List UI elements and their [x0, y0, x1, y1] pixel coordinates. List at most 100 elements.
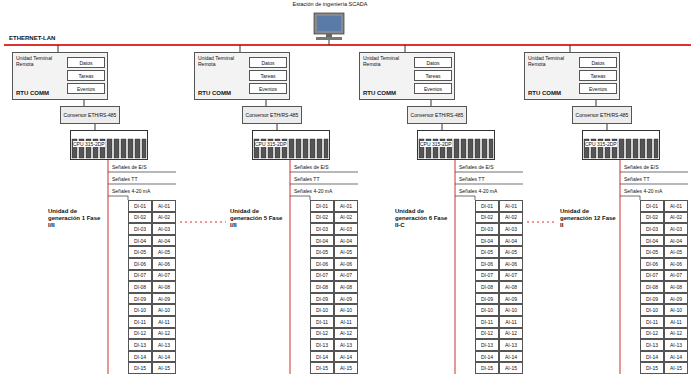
- node-text: Tareas: [78, 73, 93, 79]
- signal-table-cell: DI-01: [640, 200, 664, 212]
- signal-table-cell: DI-09: [475, 293, 499, 305]
- signal-table-cell: DI-12: [128, 328, 152, 340]
- data-box: Datos: [67, 57, 105, 68]
- node-text: Conversor ETH/RS-485: [64, 112, 117, 118]
- node-text: Conversor ETH/RS-485: [246, 112, 299, 118]
- node-text: CPU 315-2DP: [73, 141, 105, 147]
- node-text: Eventos: [77, 86, 95, 92]
- signal-branch-label: Señales TT: [458, 176, 485, 182]
- data-box: Eventos: [579, 83, 617, 94]
- workstation-node: Estación de ingeniería SCADA: [282, 1, 378, 12]
- signal-table-cell: DI-13: [640, 339, 664, 351]
- signal-table-cell: AI-06: [664, 258, 688, 270]
- signal-table-cell: AI-11: [664, 316, 688, 328]
- signal-table-cell: DI-09: [128, 293, 152, 305]
- data-box: Tareas: [579, 70, 617, 81]
- signal-table-cell: DI-12: [475, 328, 499, 340]
- data-box: Eventos: [249, 83, 287, 94]
- signal-table-cell: AI-10: [334, 304, 358, 316]
- data-box: Tareas: [414, 70, 452, 81]
- signal-table-cell: DI-04: [310, 235, 334, 247]
- signal-table-cell: AI-11: [499, 316, 523, 328]
- signal-table-cell: DI-08: [128, 281, 152, 293]
- signal-table-cell: DI-03: [310, 223, 334, 235]
- signal-branch-label: Señales de E/S: [293, 164, 329, 170]
- signal-table-cell: AI-14: [664, 351, 688, 363]
- signal-branch-label: Señales TT: [623, 176, 650, 182]
- signal-table-cell: AI-07: [664, 270, 688, 282]
- node-text: Datos: [426, 60, 439, 66]
- signal-branch-label: Señales TT: [111, 176, 138, 182]
- signal-table-cell: DI-05: [128, 246, 152, 258]
- signal-table-cell: AI-12: [334, 328, 358, 340]
- signal-table-cell: AI-03: [152, 223, 176, 235]
- signal-table-cell: AI-15: [664, 362, 688, 374]
- signal-table-cell: AI-02: [664, 212, 688, 224]
- signal-table-cell: DI-11: [640, 316, 664, 328]
- signal-table-cell: DI-09: [640, 293, 664, 305]
- signal-table-cell: DI-06: [640, 258, 664, 270]
- plc-rack: CPU 315-2DP: [582, 130, 660, 160]
- signal-table-cell: DI-15: [475, 362, 499, 374]
- signal-branch-label: Señales de E/S: [623, 164, 659, 170]
- signal-table-cell: AI-07: [334, 270, 358, 282]
- signal-table-cell: AI-02: [499, 212, 523, 224]
- data-box: Datos: [579, 57, 617, 68]
- signal-table-cell: AI-03: [334, 223, 358, 235]
- node-text: Estación de ingeniería SCADA: [282, 1, 378, 8]
- signal-table-cell: AI-08: [664, 281, 688, 293]
- signal-branch-label: Señales TT: [293, 176, 320, 182]
- data-box: Eventos: [414, 83, 452, 94]
- converter-box: Conversor ETH/RS-485: [407, 106, 467, 124]
- signal-table-cell: DI-02: [475, 212, 499, 224]
- signal-table-cell: AI-12: [152, 328, 176, 340]
- signal-table-cell: AI-10: [499, 304, 523, 316]
- continuation-dots: [527, 221, 556, 222]
- signal-table-cell: AI-01: [152, 200, 176, 212]
- node-text: Eventos: [259, 86, 277, 92]
- station-name: RTU COMM: [528, 90, 574, 97]
- node-text: CPU 315-2DP: [585, 141, 617, 147]
- unit-label: Unidad de generación 1 Fase I/II: [48, 208, 105, 230]
- signal-table-cell: AI-03: [664, 223, 688, 235]
- signal-table-cell: DI-13: [310, 339, 334, 351]
- signal-table-cell: DI-03: [640, 223, 664, 235]
- signal-table-cell: AI-08: [334, 281, 358, 293]
- node-text: Tareas: [590, 73, 605, 79]
- rtu-station-box: Unidad Terminal RemotaRTU COMMDatosTarea…: [12, 52, 108, 100]
- node-text: Unidad Terminal Remota: [16, 55, 64, 67]
- signal-branch-label: Señales 4-20 mA: [623, 188, 663, 194]
- signal-table-cell: DI-06: [310, 258, 334, 270]
- signal-table-cell: DI-02: [640, 212, 664, 224]
- node-text: Tareas: [425, 73, 440, 79]
- signal-table-cell: DI-07: [475, 270, 499, 282]
- signal-table-cell: DI-03: [475, 223, 499, 235]
- signal-table-cell: AI-02: [334, 212, 358, 224]
- signal-table-cell: AI-11: [152, 316, 176, 328]
- node-text: Datos: [79, 60, 92, 66]
- signal-table-cell: AI-10: [664, 304, 688, 316]
- signal-table-cell: DI-02: [128, 212, 152, 224]
- node-text: CPU 315-2DP: [255, 141, 287, 147]
- signal-table-cell: AI-13: [152, 339, 176, 351]
- signal-branch-label: Señales de E/S: [458, 164, 494, 170]
- signal-table-cell: DI-06: [128, 258, 152, 270]
- signal-table-cell: AI-14: [152, 351, 176, 363]
- signal-table-cell: DI-08: [475, 281, 499, 293]
- signal-table-cell: DI-15: [310, 362, 334, 374]
- node-text: Eventos: [424, 86, 442, 92]
- signal-table-cell: AI-10: [152, 304, 176, 316]
- signal-table-cell: DI-15: [640, 362, 664, 374]
- signal-table-cell: DI-07: [310, 270, 334, 282]
- data-box: Tareas: [249, 70, 287, 81]
- data-box: Datos: [249, 57, 287, 68]
- plc-rack: CPU 315-2DP: [417, 130, 495, 160]
- signal-table-cell: DI-05: [640, 246, 664, 258]
- unit-label: Unidad de generación 12 Fase II: [560, 208, 617, 230]
- signal-table-cell: AI-02: [152, 212, 176, 224]
- ethernet-bus: [4, 44, 691, 46]
- signal-table-cell: DI-04: [128, 235, 152, 247]
- signal-table-cell: DI-10: [310, 304, 334, 316]
- signal-table-cell: DI-11: [128, 316, 152, 328]
